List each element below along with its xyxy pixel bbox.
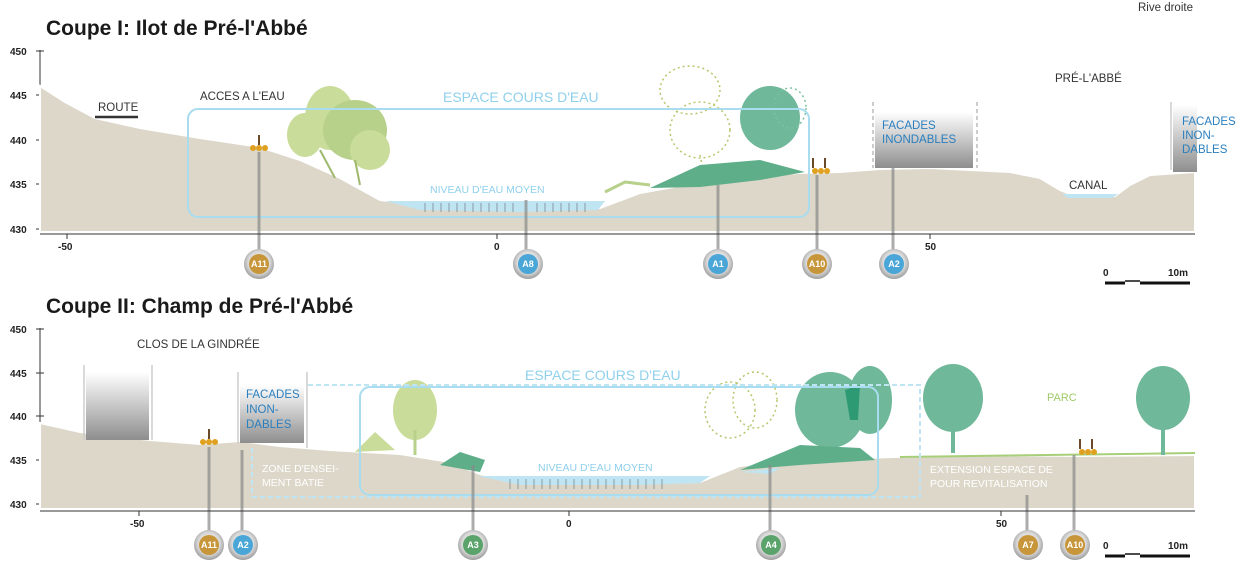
svg-text:A11: A11: [201, 540, 217, 550]
y-tick-label: 440: [10, 412, 27, 423]
section-1-facade-block-2: [1173, 105, 1197, 172]
section-2-espace-frame: [359, 386, 879, 496]
marker-a10[interactable]: A10: [802, 249, 832, 279]
section-2-facade-block-left: [86, 372, 149, 440]
svg-text:A10: A10: [809, 259, 826, 269]
x-tick-label: 0: [566, 519, 572, 530]
y-tick-label: 440: [10, 136, 27, 147]
svg-text:A8: A8: [522, 259, 534, 269]
label-facades-2: DABLES: [1182, 144, 1228, 156]
label-canal: CANAL: [1069, 180, 1108, 192]
y-tick-label: 435: [10, 456, 27, 467]
section-2-extension-frame: [308, 384, 921, 498]
marker-a2[interactable]: A2: [879, 249, 909, 279]
people-icon: [200, 429, 218, 445]
svg-text:10m: 10m: [1168, 268, 1188, 279]
section-2-marker-stems: [207, 447, 1076, 532]
section-1-marker-stems: [257, 152, 895, 252]
label-facades-1: FACADES: [882, 120, 936, 132]
people-icon: [812, 158, 830, 174]
section-1-title: Coupe I: Ilot de Pré-l'Abbé: [46, 17, 308, 40]
section-2: Coupe II: Champ de Pré-l'Abbé 450 445 44…: [10, 295, 1196, 560]
x-tick-label: -50: [58, 242, 73, 253]
y-tick-label: 435: [10, 180, 27, 191]
people-icon: [250, 135, 268, 151]
label-route: ROUTE: [98, 102, 139, 114]
section-2-facade-block: [240, 385, 304, 443]
label-facades: INON-: [246, 404, 279, 416]
svg-text:A10: A10: [1067, 540, 1084, 550]
section-1-espace-frame: [187, 108, 810, 218]
x-tick-label: 0: [494, 242, 500, 253]
section-1-scale-bar: 0 10m: [1103, 268, 1190, 285]
y-tick-label: 450: [10, 325, 27, 336]
section-1-canal-water: [1062, 194, 1118, 198]
marker-a7[interactable]: A7: [1013, 530, 1043, 560]
label-niveau: NIVEAU D'EAU MOYEN: [430, 184, 545, 196]
section-2-dotted-trees: [704, 371, 778, 439]
marker-a11[interactable]: A11: [244, 249, 274, 279]
section-1-water-ticks: [424, 203, 586, 212]
label-parc: PARC: [1047, 392, 1077, 404]
label-niveau: NIVEAU D'EAU MOYEN: [538, 462, 653, 474]
marker-a3[interactable]: A3: [458, 530, 488, 560]
y-tick-label: 430: [10, 225, 27, 236]
section-2-title: Coupe II: Champ de Pré-l'Abbé: [46, 295, 353, 318]
x-tick-label: 50: [925, 242, 937, 253]
corner-text: Rive droite: [1138, 2, 1193, 14]
label-clos: CLOS DE LA GINDRÉE: [137, 338, 260, 351]
label-facades-2: FACADES: [1182, 116, 1236, 128]
svg-text:A4: A4: [765, 540, 777, 550]
svg-text:A2: A2: [237, 540, 249, 550]
y-tick-label: 445: [10, 91, 27, 102]
section-2-water: [478, 476, 710, 485]
y-tick-label: 445: [10, 369, 27, 380]
label-pre-abbe: PRÉ-L'ABBÉ: [1055, 72, 1122, 85]
marker-a4[interactable]: A4: [756, 530, 786, 560]
label-espace: ESPACE COURS D'EAU: [443, 89, 599, 105]
section-1-trees-left: [287, 86, 390, 186]
section-1-water: [385, 201, 605, 212]
y-tick-label: 430: [10, 500, 27, 511]
label-facades: FACADES: [246, 389, 300, 401]
section-2-scale-bar: 0 10m: [1103, 541, 1190, 558]
y-tick-label: 450: [10, 47, 27, 58]
section-2-trees-right: [740, 364, 1190, 470]
x-tick-label: -50: [130, 519, 145, 530]
label-acces: ACCES A L'EAU: [200, 91, 285, 103]
label-zone: ZONE D'ENSEI-: [262, 463, 339, 475]
section-1-terrain: [39, 84, 1196, 233]
svg-text:A3: A3: [467, 540, 479, 550]
svg-text:0: 0: [1103, 268, 1109, 279]
svg-text:10m: 10m: [1168, 541, 1188, 552]
marker-a8[interactable]: A8: [513, 249, 543, 279]
marker-a11[interactable]: A11: [194, 530, 224, 560]
section-1-dotted-tree: [659, 65, 731, 179]
label-extension: EXTENSION ESPACE DE: [930, 464, 1053, 476]
section-1: Coupe I: Ilot de Pré-l'Abbé 450 445 440 …: [10, 17, 1236, 285]
marker-a2[interactable]: A2: [228, 530, 258, 560]
marker-a10[interactable]: A10: [1060, 530, 1090, 560]
label-facades-1: INONDABLES: [882, 134, 956, 146]
svg-text:0: 0: [1103, 541, 1109, 552]
section-1-facade-block: [875, 112, 973, 168]
marker-a1[interactable]: A1: [703, 249, 733, 279]
label-facades-2: INON-: [1182, 130, 1215, 142]
section-1-trees-right: [604, 86, 807, 194]
people-icon: [1079, 439, 1097, 455]
section-1-y-ticks: 450 445 440 435 430: [10, 47, 44, 236]
label-espace: ESPACE COURS D'EAU: [525, 367, 681, 383]
svg-text:A11: A11: [251, 259, 267, 269]
section-2-water-ticks: [509, 479, 663, 489]
svg-text:A2: A2: [888, 259, 900, 269]
label-facades: DABLES: [246, 419, 292, 431]
label-zone: MENT BATIE: [262, 477, 324, 489]
label-extension: POUR REVITALISATION: [930, 478, 1047, 490]
svg-text:A7: A7: [1022, 540, 1034, 550]
x-tick-label: 50: [996, 519, 1008, 530]
section-2-y-ticks: 450 445 440 435 430: [10, 325, 44, 511]
svg-text:A1: A1: [712, 259, 724, 269]
